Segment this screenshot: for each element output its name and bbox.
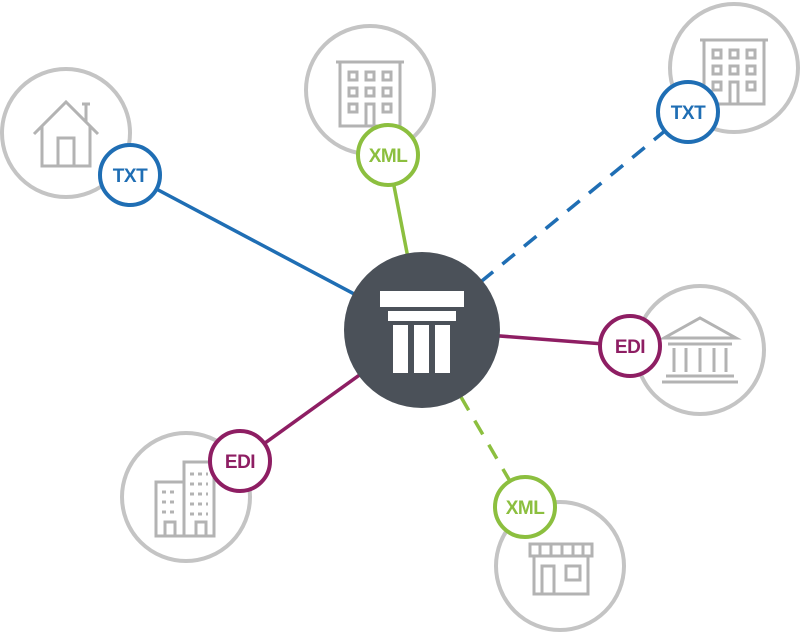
node-office-top bbox=[304, 24, 436, 156]
node-house bbox=[0, 67, 132, 199]
office-building-icon bbox=[336, 60, 404, 128]
badge-office-right: TXT bbox=[656, 80, 720, 144]
badge-label: EDI bbox=[615, 337, 645, 358]
hub-node bbox=[344, 252, 500, 408]
city-towers-icon bbox=[154, 460, 216, 538]
badge-house: TXT bbox=[98, 143, 162, 207]
storefront-icon bbox=[528, 542, 594, 596]
badge-label: TXT bbox=[113, 166, 148, 187]
badge-label: XML bbox=[506, 498, 546, 519]
badge-label: XML bbox=[369, 146, 409, 167]
badge-bank: EDI bbox=[598, 314, 662, 378]
pillar-column-icon bbox=[380, 291, 464, 373]
badge-office-top: XML bbox=[356, 123, 420, 187]
house-icon bbox=[32, 99, 100, 168]
badge-label: EDI bbox=[225, 452, 255, 473]
badge-store: XML bbox=[493, 475, 557, 539]
badge-towers: EDI bbox=[208, 429, 272, 493]
badge-label: TXT bbox=[671, 103, 706, 124]
bank-icon bbox=[658, 316, 742, 384]
office-building-icon bbox=[700, 38, 768, 106]
